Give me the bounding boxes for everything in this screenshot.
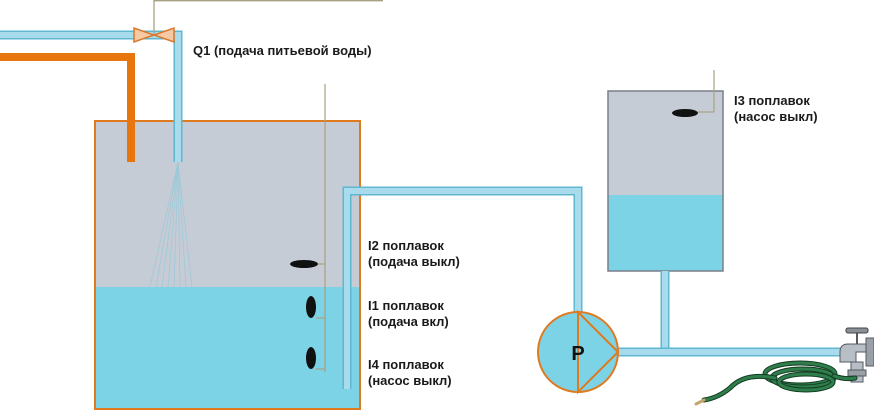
i2-label-line2: (подача выкл) <box>368 254 460 269</box>
suction-pipe <box>342 186 583 389</box>
inlet-pipe <box>0 30 183 162</box>
water-spray <box>149 161 193 288</box>
upper-tank-water <box>608 195 723 271</box>
q1-label: Q1 (подача питьевой воды) <box>193 43 372 58</box>
i4-label: I4 поплавок (насос выкл) <box>368 357 452 389</box>
valve-icon <box>133 0 383 44</box>
float-switch-i1 <box>306 296 325 319</box>
faucet-icon <box>839 327 874 383</box>
i2-label: I2 поплавок (подача выкл) <box>368 238 460 270</box>
main-tank-water <box>95 287 360 409</box>
main-tank-border <box>94 120 361 410</box>
i3-label: I3 поплавок (насос выкл) <box>734 93 818 125</box>
i2-label-line1: I2 поплавок <box>368 238 444 253</box>
i4-label-line1: I4 поплавок <box>368 357 444 372</box>
i3-label-line2: (насос выкл) <box>734 109 818 124</box>
i1-label-line1: I1 поплавок <box>368 298 444 313</box>
i1-label: I1 поплавок (подача вкл) <box>368 298 449 330</box>
i1-label-line2: (подача вкл) <box>368 314 449 329</box>
i3-label-line1: I3 поплавок <box>734 93 810 108</box>
pump-label: P <box>571 343 584 365</box>
i4-label-line2: (насос выкл) <box>368 373 452 388</box>
float-switch-i3 <box>672 70 715 117</box>
orange-pipe <box>0 53 135 162</box>
upper-tank-air <box>608 91 723 195</box>
upper-tank <box>607 90 724 272</box>
float-switch-i2 <box>290 84 326 372</box>
float-switch-i4 <box>306 347 325 370</box>
main-tank-air <box>95 121 360 287</box>
garden-hose-icon <box>694 360 858 406</box>
main-tank <box>94 120 361 410</box>
pump-icon <box>537 309 620 395</box>
